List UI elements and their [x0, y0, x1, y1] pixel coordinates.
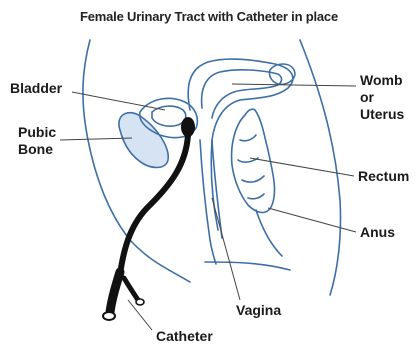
catheter-balloon [181, 117, 195, 137]
catheter-branch-side [124, 278, 138, 300]
label-bladder: Bladder [10, 80, 62, 97]
label-catheter: Catheter [156, 328, 213, 345]
leader-bladder [72, 92, 165, 110]
leader-womb [232, 84, 356, 86]
bladder-inner [152, 106, 186, 126]
leader-anus [268, 208, 356, 232]
catheter-branch-main [110, 272, 120, 312]
leader-rectum [250, 158, 354, 176]
rectum-folds [238, 135, 264, 199]
label-vagina: Vagina [236, 302, 281, 319]
label-pubic-bone: Pubic Bone [18, 124, 56, 158]
catheter-port-main [103, 312, 115, 320]
anal-canal [256, 210, 282, 256]
label-rectum: Rectum [358, 168, 409, 185]
label-womb-uterus: Womb or Uterus [360, 72, 404, 123]
label-womb-line1: Womb [360, 72, 404, 89]
label-pubic-line1: Pubic [18, 124, 56, 141]
body-outline [83, 40, 190, 282]
label-pubic-line2: Bone [18, 141, 56, 158]
label-womb-line2: or [360, 89, 404, 106]
thigh-line [205, 262, 290, 270]
leader-vagina [212, 198, 240, 300]
pubic-bone-shape [119, 113, 168, 168]
label-anus: Anus [360, 224, 395, 241]
catheter-port-side [136, 299, 144, 305]
leader-pubic [60, 138, 132, 140]
label-womb-line3: Uterus [360, 106, 404, 123]
